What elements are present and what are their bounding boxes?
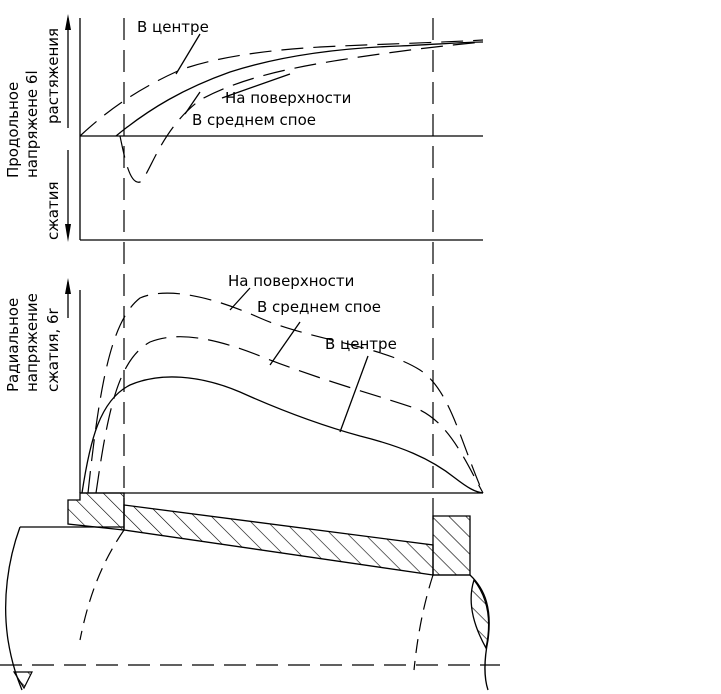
leader-middle-bottom — [269, 321, 301, 366]
workpiece-right-hatch — [470, 578, 490, 650]
curve-middle-bottom — [95, 336, 484, 494]
compression-arrow-head — [65, 224, 71, 242]
label-middle-bottom: В среднем спое — [257, 298, 381, 316]
label-surface-top: На поверхности — [225, 89, 351, 107]
leader-center-top — [175, 33, 201, 75]
bottom-y-label-line2: напряжение — [23, 293, 41, 392]
curve-center-top — [115, 41, 484, 137]
label-middle-top: В среднем спое — [192, 111, 316, 129]
leader-middle-top — [184, 91, 201, 115]
triangle-marker — [12, 671, 33, 690]
leader-surface-bottom — [229, 287, 251, 311]
workpiece-section — [0, 492, 500, 691]
tool-hatched-left — [67, 492, 125, 531]
label-center-top: В центре — [137, 18, 209, 36]
tension-arrow-head — [65, 14, 71, 30]
leader-center-bottom — [339, 355, 369, 433]
top-chart: В центре На поверхности В среднем спое П… — [4, 14, 484, 242]
top-y-label-line1: Продольное — [4, 82, 22, 178]
top-y-label-line2: напряжене 6l — [23, 70, 41, 178]
curve-surface-top — [79, 39, 484, 137]
radial-arrow-head — [65, 278, 71, 294]
leader-surface-top — [221, 73, 291, 99]
compression-label: сжатия — [44, 182, 62, 240]
bottom-y-label-line3: сжатия, 6r — [44, 307, 62, 392]
bottom-y-label-line1: Радиальное — [4, 298, 22, 392]
inner-dash-left — [79, 529, 125, 641]
curve-middle-top — [119, 41, 484, 183]
curve-surface-bottom — [87, 292, 484, 494]
label-center-bottom: В центре — [325, 335, 397, 353]
tool-hatched-right — [432, 515, 471, 576]
curve-center-bottom — [81, 376, 484, 494]
inner-dash-right — [413, 574, 434, 671]
bottom-chart: На поверхности В среднем спое В центре Р… — [4, 272, 484, 494]
tension-label: растяжения — [44, 28, 62, 124]
tool-hatched-taper — [123, 504, 434, 576]
label-surface-bottom: На поверхности — [228, 272, 354, 290]
